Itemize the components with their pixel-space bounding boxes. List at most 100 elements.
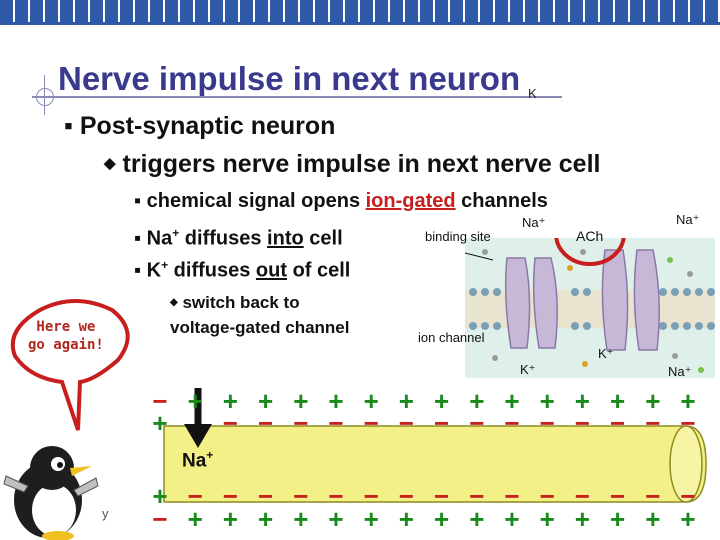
na-arrow-head xyxy=(184,424,212,448)
na-text: Na xyxy=(182,450,207,472)
minus-charge: − xyxy=(293,481,308,511)
switch-text-line2: voltage-gated channel xyxy=(170,318,350,337)
ion-dots xyxy=(482,249,704,373)
k-label-left: K⁺ xyxy=(520,362,536,377)
minus-charge: − xyxy=(328,481,343,511)
minus-charge: − xyxy=(610,481,625,511)
sub-sub-bullet-switch: ◆ switch back to voltage-gated channel xyxy=(170,292,349,339)
square-bullet-icon: ▪ xyxy=(64,112,73,140)
minus-charge: − xyxy=(152,388,167,416)
minus-charge: − xyxy=(469,408,484,438)
ach-highlight-circle xyxy=(554,238,626,266)
plus-charge: + xyxy=(575,388,590,416)
plus-charge: + xyxy=(399,388,414,416)
na-label-top: Na⁺ xyxy=(522,215,546,230)
plus-charge: + xyxy=(680,504,695,534)
plus-charge: + xyxy=(645,504,660,534)
minus-charge: − xyxy=(575,408,590,438)
minus-charge: − xyxy=(504,408,519,438)
minus-charge: − xyxy=(540,408,555,438)
plus-charge: + xyxy=(434,504,449,534)
bubble-line1: Here we xyxy=(36,319,96,335)
sub-bullet-na: ▪ Na+ diffuses into cell xyxy=(134,226,343,251)
sub-text: diffuses xyxy=(168,259,256,282)
top-decoration-rule xyxy=(0,22,720,25)
plus-charge: + xyxy=(540,388,555,416)
sub-text: K xyxy=(146,259,162,282)
minus-charge: − xyxy=(469,481,484,511)
plus-charge: + xyxy=(364,504,379,534)
out-text: out xyxy=(255,259,288,282)
switch-text-line1: switch back to xyxy=(182,293,300,312)
superscript: + xyxy=(172,226,180,240)
plus-charge: + xyxy=(504,504,519,534)
minus-charge: − xyxy=(258,408,273,438)
na-superscript: + xyxy=(206,448,214,462)
plus-charge: + xyxy=(188,388,203,416)
minus-charge: − xyxy=(399,481,414,511)
into-text: into xyxy=(267,227,304,250)
minus-charge: − xyxy=(364,481,379,511)
na-label-top-right: Na⁺ xyxy=(676,212,700,227)
sub-text: cell xyxy=(303,227,343,250)
plus-charge: + xyxy=(469,504,484,534)
minus-charge: − xyxy=(434,481,449,511)
sub-text: channels xyxy=(455,190,548,212)
plus-charge: + xyxy=(540,504,555,534)
plus-charge: + xyxy=(152,408,167,438)
binding-site-pointer xyxy=(465,252,494,261)
square-bullet-icon: ▪ xyxy=(134,190,142,212)
credit-fragment: y xyxy=(102,506,109,521)
minus-charge: − xyxy=(152,504,167,534)
ion-channel-label: ion channel xyxy=(418,330,485,345)
plus-charge: + xyxy=(223,388,238,416)
stray-k-mark: K xyxy=(528,86,537,101)
plus-charge: + xyxy=(223,504,238,534)
square-bullet-icon: ▪ xyxy=(134,259,142,282)
superscript: + xyxy=(161,258,169,272)
plus-charge: + xyxy=(328,504,343,534)
plus-charge: + xyxy=(258,504,273,534)
penguin-icon xyxy=(3,446,99,540)
minus-charge: − xyxy=(540,481,555,511)
minus-charge: − xyxy=(258,481,273,511)
plus-charge: + xyxy=(575,504,590,534)
k-label-right: K⁺ xyxy=(598,346,614,361)
minus-charge: − xyxy=(645,408,660,438)
minus-charge: − xyxy=(504,481,519,511)
minus-charge: − xyxy=(575,481,590,511)
speech-bubble xyxy=(10,299,130,431)
sub-bullet-k: ▪ K+ diffuses out of cell xyxy=(134,258,350,283)
sub-text: Na xyxy=(146,227,173,250)
bullet-triggers: ◆ triggers nerve impulse in next nerve c… xyxy=(104,150,600,179)
plus-charge: + xyxy=(610,388,625,416)
slide-title: Nerve impulse in next neuron xyxy=(58,60,521,97)
plus-charge: + xyxy=(680,388,695,416)
sub-bullet-chemical: ▪ chemical signal opens ion-gated channe… xyxy=(134,190,548,213)
plus-charge: + xyxy=(258,388,273,416)
binding-site-label: binding site xyxy=(425,229,491,244)
minus-charge: − xyxy=(223,408,238,438)
minus-charge: − xyxy=(610,408,625,438)
plus-charge: + xyxy=(504,388,519,416)
plus-charge: + xyxy=(364,388,379,416)
minus-charge: − xyxy=(188,481,203,511)
axon-end-cap xyxy=(669,425,703,503)
plus-charge: + xyxy=(434,388,449,416)
na-axon-label: Na+ xyxy=(182,448,213,472)
speech-bubble-cartoon xyxy=(3,299,130,540)
minus-charge: − xyxy=(645,481,660,511)
wrench-icon xyxy=(3,475,29,493)
top-decoration-bar xyxy=(0,0,720,22)
minus-charge: − xyxy=(399,408,414,438)
plus-charge: + xyxy=(328,388,343,416)
minus-charge: − xyxy=(680,481,695,511)
bullet-text: Post-synaptic neuron xyxy=(79,112,336,140)
plus-charge: + xyxy=(293,388,308,416)
ion-channel-diagram xyxy=(465,238,715,378)
minus-charge: − xyxy=(680,408,695,438)
na-label-bottom: Na⁺ xyxy=(668,364,692,379)
ion-gated-text: ion-gated xyxy=(365,190,456,212)
bubble-text: Here we go again! xyxy=(28,318,104,354)
square-bullet-icon: ▪ xyxy=(134,227,142,250)
